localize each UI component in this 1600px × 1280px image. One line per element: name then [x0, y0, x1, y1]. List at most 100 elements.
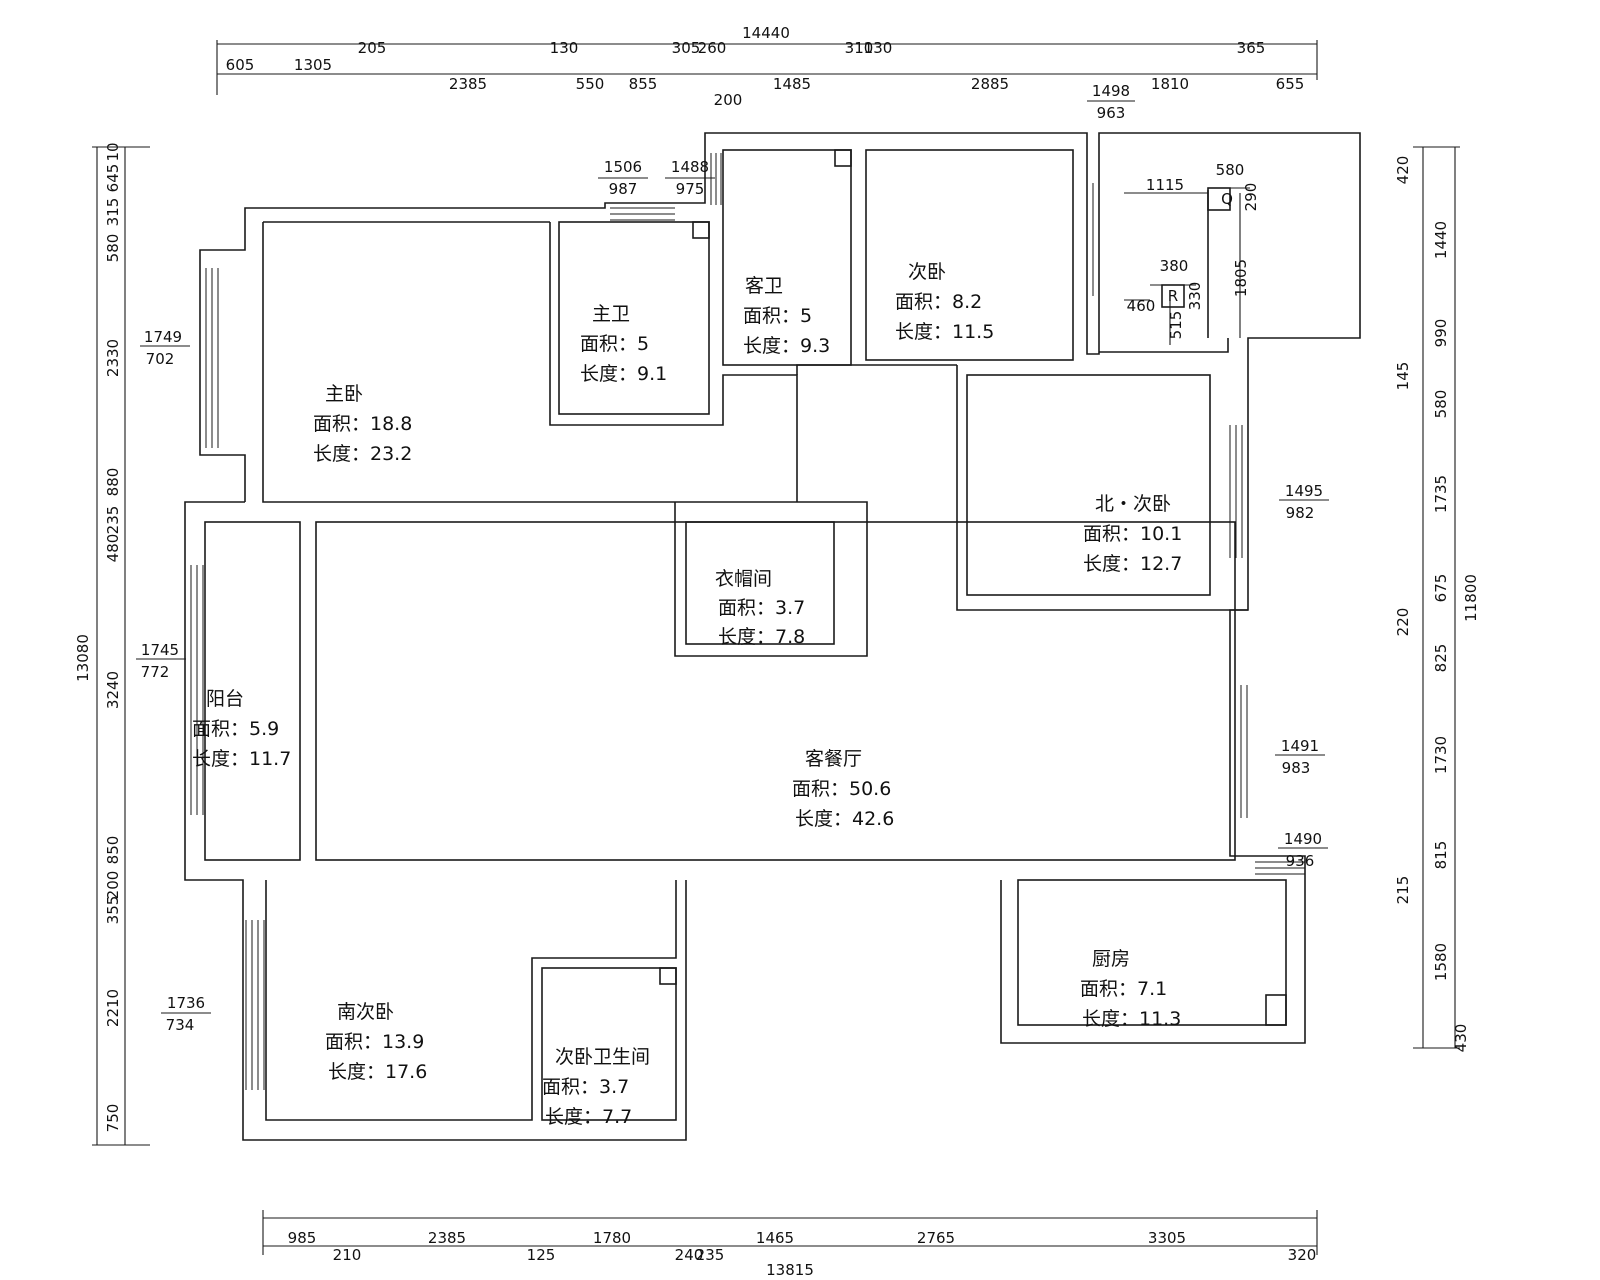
dim-label: 825	[1432, 644, 1450, 673]
room-name: 衣帽间	[715, 568, 772, 590]
room-master-bath: 主卫 面积：5 长度：9.1	[580, 303, 667, 385]
windows	[184, 153, 1305, 1090]
window-tag-top: 1488	[671, 158, 709, 176]
window-tag-top: 1745	[141, 641, 179, 659]
dim-label: 240	[675, 1246, 704, 1264]
left-segment-dims: 10 645 315 580 2330 880 235 480 3240 850…	[104, 142, 122, 1132]
room-cloakroom: 衣帽间 面积：3.7 长度：7.8	[715, 568, 805, 648]
total-dimension: 14440	[742, 24, 790, 42]
dim-label: 205	[358, 39, 387, 57]
top-upper-dims: 205 130 305 260 310 130 365	[358, 39, 1266, 57]
room-area: 面积：5.9	[192, 718, 279, 740]
room-name: 主卧	[325, 383, 363, 405]
total-dimension: 11800	[1462, 574, 1480, 622]
fixture-dim: 580	[1216, 161, 1245, 179]
dim-label: 1305	[294, 56, 332, 74]
top-dimensions: 14440 205 130 305 260 310 130 365 605 13…	[226, 24, 1305, 109]
dim-label: 1485	[773, 75, 811, 93]
window-tags: 1498 963 1506 987 1488 975 1749 702 1745…	[141, 82, 1323, 1034]
dim-label: 10	[104, 142, 122, 161]
dim-label: 305	[672, 39, 701, 57]
window-tag-bottom: 702	[146, 350, 175, 368]
room-living-dining: 客餐厅 面积：50.6 长度：42.6	[792, 748, 894, 830]
fixture-dim: 515	[1167, 311, 1185, 340]
window-tag-top: 1491	[1281, 737, 1319, 755]
dim-label: 750	[104, 1104, 122, 1133]
room-length: 长度：12.7	[1083, 553, 1182, 575]
walls	[184, 132, 1361, 1141]
room-name: 南次卧	[337, 1001, 394, 1023]
bottom-lower-dims: 210 125 240 235 320	[333, 1246, 1317, 1264]
room-south-bedroom: 南次卧 面积：13.9 长度：17.6	[325, 1001, 427, 1083]
room-area: 面积：50.6	[792, 778, 891, 800]
dim-label: 2885	[971, 75, 1009, 93]
dim-label: 2330	[104, 339, 122, 377]
room-area: 面积：13.9	[325, 1031, 424, 1053]
dim-label: 365	[1237, 39, 1266, 57]
room-name: 北・次卧	[1095, 493, 1171, 515]
dim-label: 200	[714, 91, 743, 109]
window-tag-bottom: 975	[676, 180, 705, 198]
room-area: 面积：5	[580, 333, 649, 355]
dim-label: 880	[104, 468, 122, 497]
dim-label: 125	[527, 1246, 556, 1264]
room-name: 客餐厅	[805, 748, 862, 770]
dim-label: 1735	[1432, 475, 1450, 513]
dim-label: 655	[1276, 75, 1305, 93]
fixture-r-label: R	[1168, 287, 1178, 305]
dimension-lines	[92, 40, 1460, 1255]
room-bedroom-bath: 次卧卫生间 面积：3.7 长度：7.7	[542, 1046, 650, 1128]
dim-label: 235	[696, 1246, 725, 1264]
dim-label: 605	[226, 56, 255, 74]
dim-label: 645	[104, 164, 122, 193]
room-kitchen: 厨房 面积：7.1 长度：11.3	[1080, 948, 1181, 1030]
room-name: 次卧	[908, 261, 946, 283]
window-tag-bottom: 936	[1286, 852, 1315, 870]
dim-label: 855	[629, 75, 658, 93]
room-length: 长度：42.6	[795, 808, 894, 830]
dim-label: 580	[1432, 390, 1450, 419]
fixture-dim: 1805	[1232, 259, 1250, 297]
dim-label: 1440	[1432, 221, 1450, 259]
dim-label: 675	[1432, 574, 1450, 603]
fixture-dim: 460	[1127, 297, 1156, 315]
window-tag-top: 1749	[144, 328, 182, 346]
dim-label: 1730	[1432, 736, 1450, 774]
window-tag-top: 1498	[1092, 82, 1130, 100]
room-length: 长度：11.5	[895, 321, 994, 343]
dim-label: 850	[104, 836, 122, 865]
room-area: 面积：3.7	[542, 1076, 629, 1098]
window-tag-bottom: 734	[166, 1016, 195, 1034]
fixture-dim: 1115	[1146, 176, 1184, 194]
window-tag-bottom: 982	[1286, 504, 1315, 522]
room-guest-bath: 客卫 面积：5 长度：9.3	[743, 275, 830, 357]
room-length: 长度：7.7	[545, 1106, 632, 1128]
dim-label: 580	[104, 234, 122, 263]
total-dimension: 13080	[74, 634, 92, 682]
room-length: 长度：11.3	[1082, 1008, 1181, 1030]
dim-label: 260	[698, 39, 727, 57]
dim-label: 2210	[104, 989, 122, 1027]
fixture-dim: 330	[1186, 282, 1204, 311]
right-segment-dims: 420 1440 990 145 580 1735 220 675 825 17…	[1394, 156, 1470, 1053]
room-area: 面积：7.1	[1080, 978, 1167, 1000]
room-length: 长度：11.7	[192, 748, 291, 770]
room-balcony: 阳台 面积：5.9 长度：11.7	[192, 688, 291, 770]
dim-label: 2385	[449, 75, 487, 93]
dim-label: 220	[1394, 608, 1412, 637]
room-name: 主卫	[592, 303, 630, 325]
window-tag-bottom: 963	[1097, 104, 1126, 122]
fixture-dim: 380	[1160, 257, 1189, 275]
window-tag-top: 1495	[1285, 482, 1323, 500]
dim-label: 1810	[1151, 75, 1189, 93]
room-area: 面积：10.1	[1083, 523, 1182, 545]
window-tag-top: 1506	[604, 158, 642, 176]
dim-label: 355	[104, 896, 122, 925]
room-master-bedroom: 主卧 面积：18.8 长度：23.2	[313, 383, 412, 465]
room-second-bedroom: 次卧 面积：8.2 长度：11.5	[895, 261, 994, 343]
fixtures: Q R 1115 580 290 1805 380 460 330 515	[1127, 161, 1260, 339]
dim-label: 145	[1394, 362, 1412, 391]
dim-label: 990	[1432, 319, 1450, 348]
room-name: 次卧卫生间	[555, 1046, 650, 1068]
